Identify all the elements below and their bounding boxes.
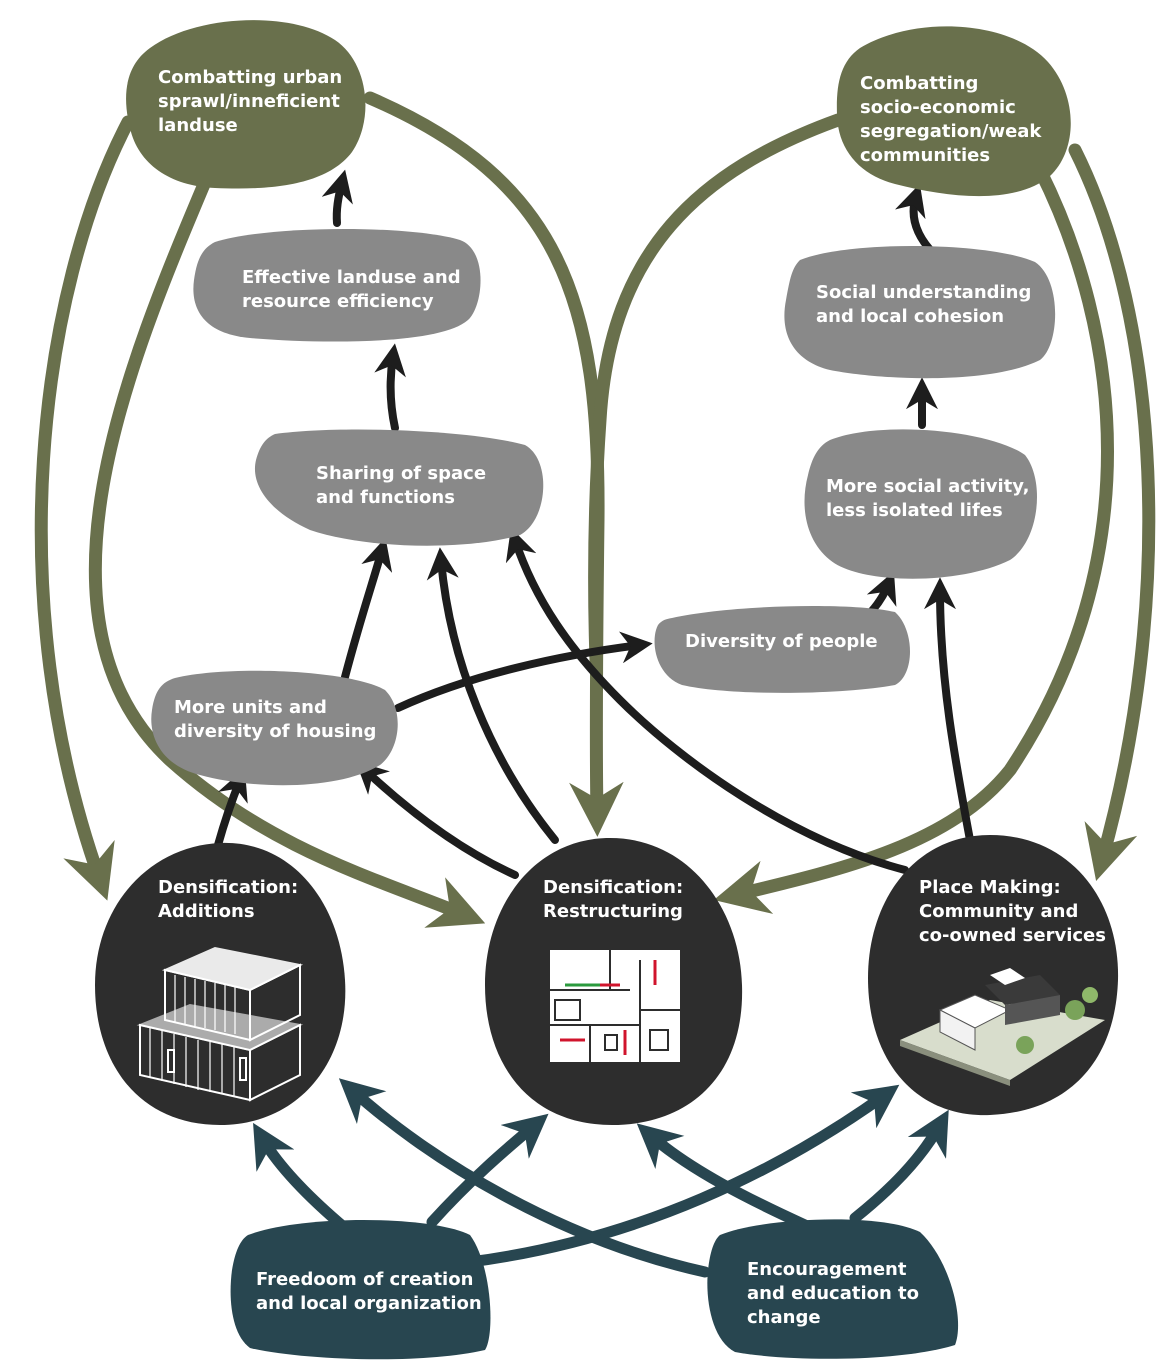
blob-social-activity [804,429,1037,579]
arrow-sprawl-to-additions [34,115,135,901]
mechanism-label-sharing-space: Sharing of space and functions [316,462,486,510]
mechanism-label-line: More social activity, [826,476,1030,497]
driver-label-line: change [747,1307,821,1328]
mechanism-label-line: Effective landuse and [242,267,461,288]
goal-label-urban-sprawl: Combatting urban sprawl/inneficient land… [158,66,342,138]
arrow-restructuring-to-units [355,761,519,879]
action-label-place-making: Place Making: Community and co-owned ser… [919,876,1106,948]
goal-label-line: Combatting urban [158,67,343,88]
mechanism-label-line: resource efficiency [242,291,434,312]
arrow-sharing-to-effective [374,343,406,432]
arrow-freedom-to-restructuring [426,1113,549,1228]
goal-blob-urban-sprawl [126,20,366,189]
blob-effective-landuse [193,228,481,342]
mechanism-label-line: diversity of housing [174,721,377,742]
arrow-placemaking-to-sharing [505,527,909,874]
arrow-segregation-to-restructuring [588,113,845,667]
blob-freedom [230,1220,491,1360]
driver-blobs [230,1219,959,1360]
driver-label-line: Encouragement [747,1259,907,1280]
action-label-line: Densification: [543,877,684,898]
arrow-encouragement-to-restructuring [636,1123,811,1231]
mechanism-label-line: Social understanding [816,282,1032,303]
blob-diversity-people [654,606,910,693]
mechanism-label-more-units: More units and diversity of housing [174,696,376,744]
mechanism-blobs [151,228,1056,786]
action-label-restructuring: Densification: Restructuring [543,876,683,924]
driver-label-freedom: Freedoom of creation and local organizat… [256,1268,482,1316]
modular-house-icon [136,946,304,1102]
blob-encouragement [707,1219,959,1359]
mechanism-label-diversity-people: Diversity of people [685,630,878,654]
mechanism-label-line: Sharing of space [316,463,487,484]
arrow-segregation-to-placemaking [1068,143,1156,882]
driver-label-line: and local organization [256,1293,482,1314]
goal-label-line: sprawl/inneficient [158,91,340,112]
arrow-sprawl-to-restructuring [88,175,486,928]
arrow-units-to-sharing [341,537,393,681]
mechanism-label-line: and local cohesion [816,306,1005,327]
action-label-line: co-owned services [919,925,1106,946]
mechanism-label-social-activity: More social activity, less isolated life… [826,475,1029,523]
goal-label-line: socio-economic [860,97,1016,118]
action-label-additions: Densification: Additions [158,876,298,924]
blue-arrows [253,1078,949,1278]
goal-blobs [126,20,1071,197]
mechanism-label-social-understanding: Social understanding and local cohesion [816,281,1031,329]
goal-label-line: segregation/weak [860,121,1042,142]
goal-label-line: Combatting [860,73,979,94]
driver-label-line: Freedoom of creation [256,1269,474,1290]
arrow-restructuring-to-sharing [426,547,559,844]
mechanism-label-effective-landuse: Effective landuse and resource efficienc… [242,266,461,314]
driver-label-line: and education to [747,1283,920,1304]
arrow-placemaking-to-activity [924,577,974,844]
action-label-line: Additions [158,901,255,922]
action-label-line: Community and [919,901,1079,922]
goal-label-segregation: Combatting socio-economic segregation/we… [860,72,1041,168]
mechanism-label-line: Diversity of people [685,631,878,652]
mechanism-label-line: less isolated lifes [826,500,1003,521]
floor-plan-icon [550,950,680,1062]
arrow-encouragement-to-additions [338,1078,711,1278]
goal-label-line: landuse [158,115,238,136]
arrow-units-to-diversity [394,631,653,712]
blob-more-units [151,670,398,786]
arrow-freedom-to-placemaking [464,1084,900,1268]
arrow-encouragement-to-placemaking [849,1109,949,1224]
goal-blob-segregation [836,26,1071,197]
black-arrows [214,169,974,879]
mechanism-label-line: and functions [316,487,455,508]
arrow-additions-to-units [214,768,248,849]
action-label-line: Place Making: [919,877,1061,898]
mechanism-label-line: More units and [174,697,327,718]
community-site-icon [900,968,1105,1086]
goal-label-line: communities [860,145,991,166]
action-label-line: Restructuring [543,901,683,922]
blob-sharing-space [254,429,544,546]
action-label-line: Densification: [158,877,299,898]
arrow-freedom-to-additions [253,1122,351,1234]
blob-social-understanding [784,245,1056,379]
green-arrows [34,91,1156,928]
driver-label-encouragement: Encouragement and education to change [747,1258,919,1330]
arrow-segregation-to-restructuring-side [713,163,1114,914]
arrow-effective-to-sprawl [321,169,353,227]
